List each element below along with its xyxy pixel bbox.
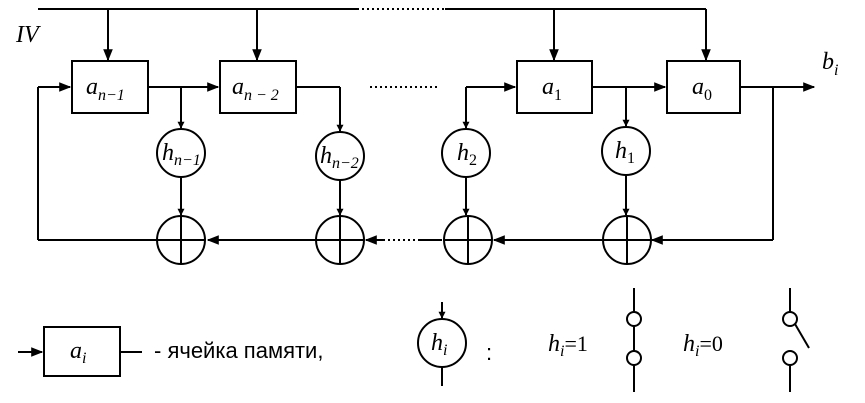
cell-2-sub: n − 2 [244,87,279,104]
register-cell-3: a1 [516,60,593,114]
cell-3-sub: 1 [554,87,562,104]
svg-text:h2: h2 [457,140,477,169]
legend-cell-text: - ячейка памяти, [154,338,323,363]
cell-1-sub: n−1 [98,87,125,104]
legend-switch-closed [626,288,642,392]
tap-2: hn−2 [315,131,365,181]
tap-3: h2 [441,128,491,178]
legend-one-label: hi=1 [548,331,588,360]
cell-3-base: a [542,74,554,100]
iv-label: IV [15,22,41,48]
output-label: bi [822,49,838,79]
legend-memory-cell: ai [18,326,142,377]
cell-2-base: a [232,74,244,100]
svg-text:hn−2: hn−2 [320,143,359,172]
svg-text:hi: hi [431,330,447,359]
svg-text:an − 2: an − 2 [232,74,279,104]
svg-text:ai: ai [70,338,86,367]
legend-zero-label: hi=0 [683,331,723,360]
svg-text:an−1: an−1 [86,74,125,104]
svg-text:h1: h1 [615,138,635,167]
svg-text:a0: a0 [692,74,712,104]
tap-branches [177,87,630,216]
xor-adder-2 [315,215,365,265]
svg-text:hn−1: hn−1 [162,140,201,169]
legend-colon: : [486,340,492,365]
feedback-path [37,82,774,245]
register-cell-2: an − 2 [219,60,297,114]
legend: ai - ячейка памяти, hi : hi=1 hi=0 [18,288,810,392]
cell-1-base: a [86,74,98,100]
register-cell-4: a0 [666,60,741,114]
legend-tap: hi [417,302,467,386]
xor-adder-4 [602,215,652,265]
register-cell-1: an−1 [71,60,149,114]
tap-4: h1 [601,126,651,176]
cell-4-sub: 0 [704,87,712,104]
xor-adder-1 [156,215,206,265]
cell-4-base: a [692,74,704,100]
legend-switch-open [782,288,810,392]
iv-bus [38,8,711,62]
xor-adder-3 [443,215,493,265]
svg-text:a1: a1 [542,74,562,104]
tap-1: hn−1 [156,128,206,178]
